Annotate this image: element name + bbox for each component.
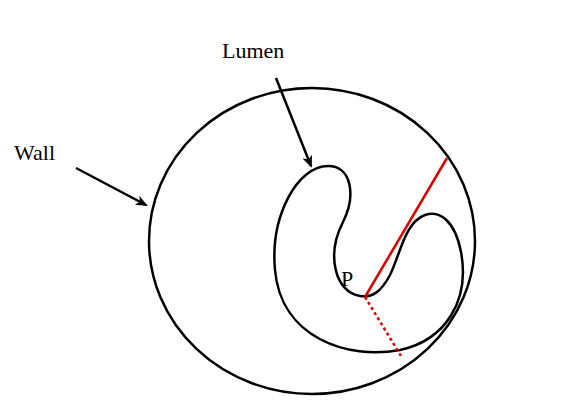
wall-outline <box>149 88 475 394</box>
lumen-leader <box>276 78 311 166</box>
point-label: P <box>341 268 353 290</box>
wall-leader <box>76 168 146 205</box>
dotted-ray <box>365 297 401 356</box>
lumen-outline <box>274 166 462 352</box>
part-label: Lumen <box>222 40 284 62</box>
solid-ray <box>365 158 447 297</box>
part-label: Wall <box>14 142 55 164</box>
